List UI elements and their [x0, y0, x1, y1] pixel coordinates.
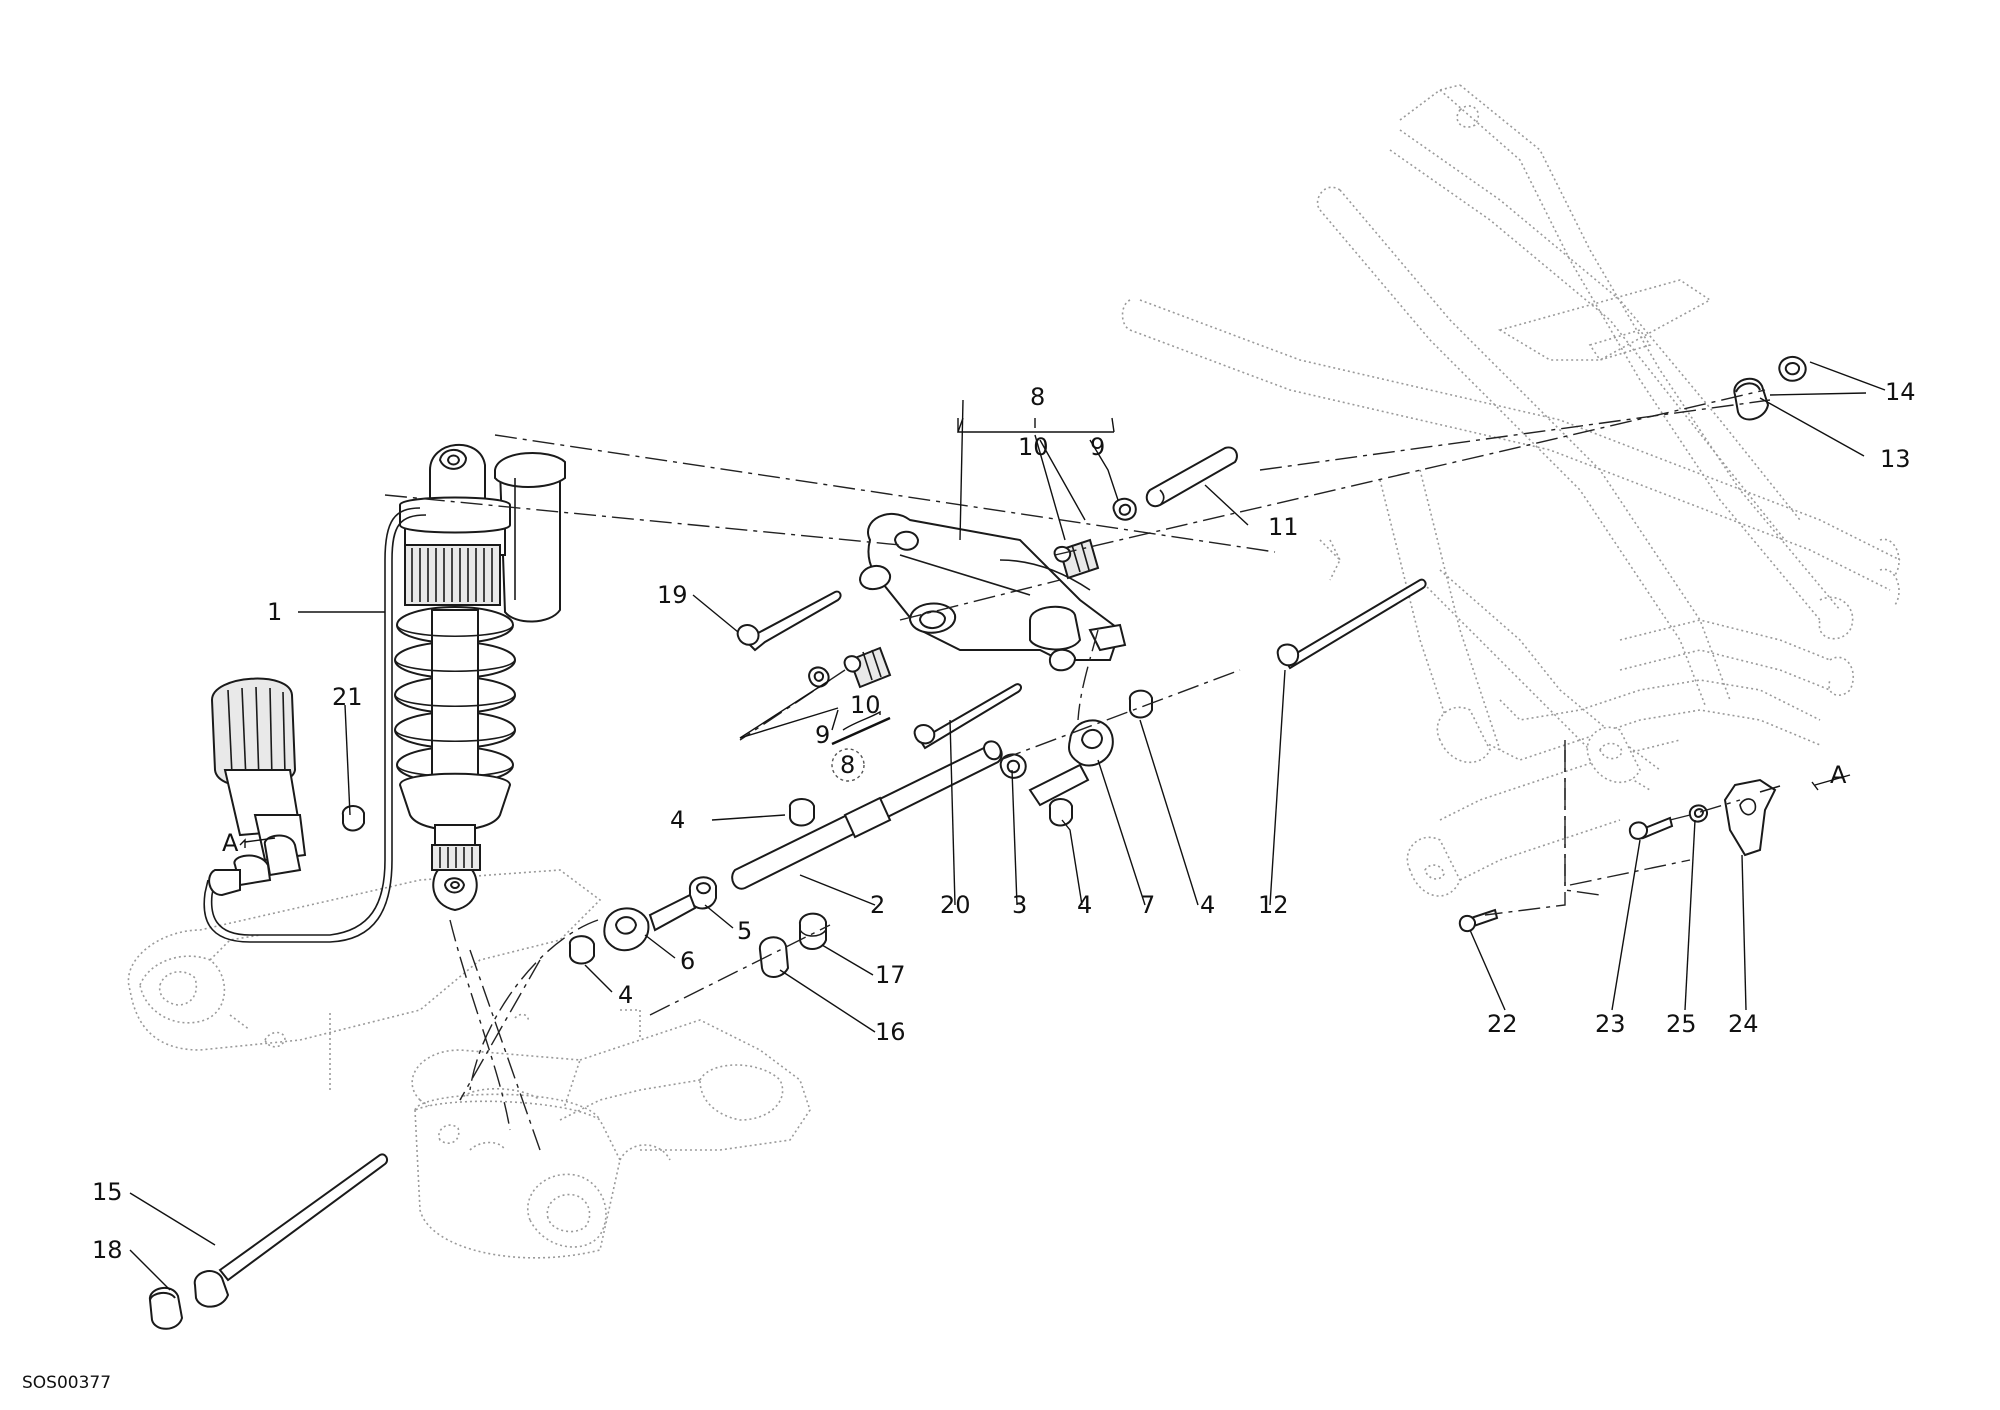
- callout-4-d: 4: [618, 981, 633, 1009]
- callout-25: 25: [1666, 1010, 1697, 1038]
- callout-18: 18: [92, 1236, 123, 1264]
- callout-14: 14: [1885, 378, 1916, 406]
- callout-22: 22: [1487, 1010, 1518, 1038]
- frame-outline: [1121, 84, 1901, 897]
- callout-12: 12: [1258, 891, 1289, 919]
- underline-10: [831, 716, 891, 746]
- drawing-code: SOS00377: [22, 1373, 111, 1393]
- callout-9-top: 9: [1090, 433, 1105, 461]
- rocker-linkage: [858, 513, 1127, 672]
- swingarm-outline: [127, 869, 811, 1259]
- callout-4-a: 4: [670, 806, 685, 834]
- callout-16: 16: [875, 1018, 906, 1046]
- callout-13: 13: [1880, 445, 1911, 473]
- callout-A-right: A: [1830, 761, 1847, 789]
- callout-10-top: 10: [1018, 433, 1049, 461]
- callout-24: 24: [1728, 1010, 1759, 1038]
- circle-8: [831, 748, 865, 782]
- callout-1: 1: [267, 598, 282, 626]
- callout-7: 7: [1140, 891, 1155, 919]
- callout-leader-lines: [129, 361, 1886, 1291]
- assembly-center-lines: [384, 389, 1771, 1151]
- callout-10-left: 10: [850, 691, 881, 719]
- callout-21: 21: [332, 683, 363, 711]
- callout-4-b: 4: [1077, 891, 1092, 919]
- rear-shock-absorber: [203, 443, 566, 943]
- callout-23: 23: [1595, 1010, 1626, 1038]
- callout-labels: 1 2 3 4 4 4 4 5 6 7 8 8 9 9 10 10 11 12 …: [92, 378, 1916, 1264]
- callout-15: 15: [92, 1178, 123, 1206]
- callout-4-c: 4: [1200, 891, 1215, 919]
- callout-11: 11: [1268, 513, 1299, 541]
- callout-A-left: A: [222, 829, 239, 857]
- callout-3: 3: [1012, 891, 1027, 919]
- callout-6: 6: [680, 947, 695, 975]
- callout-9-left: 9: [815, 721, 830, 749]
- small-parts: [148, 355, 1807, 1330]
- callout-5: 5: [737, 917, 752, 945]
- callout-20: 20: [940, 891, 971, 919]
- callout-2: 2: [870, 891, 885, 919]
- callout-8-small: 8: [840, 751, 855, 779]
- callout-19: 19: [657, 581, 688, 609]
- callout-17: 17: [875, 961, 906, 989]
- callout-8-top: 8: [1030, 383, 1045, 411]
